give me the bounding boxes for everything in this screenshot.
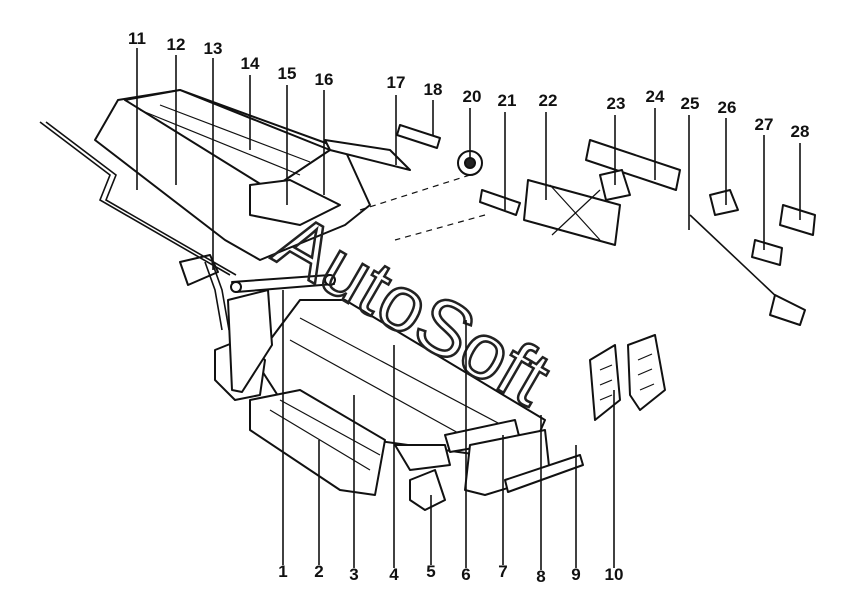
callout-3: 3 — [349, 565, 358, 584]
callout-15: 15 — [278, 64, 297, 83]
callout-28: 28 — [791, 122, 810, 141]
leader-lines — [136, 48, 801, 570]
callout-26: 26 — [718, 98, 737, 117]
callout-9: 9 — [571, 565, 580, 584]
callout-20: 20 — [463, 87, 482, 106]
callout-4: 4 — [389, 565, 399, 584]
callout-labels: 1 2 3 4 5 6 7 8 9 10 11 12 13 14 15 16 1… — [128, 29, 809, 586]
weather-strip — [39, 121, 231, 276]
tail-lamp-assembly — [589, 334, 666, 421]
callout-16: 16 — [315, 70, 334, 89]
callout-10: 10 — [605, 565, 624, 584]
callout-5: 5 — [426, 562, 435, 581]
callout-21: 21 — [498, 91, 517, 110]
callout-24: 24 — [646, 87, 665, 106]
callout-25: 25 — [681, 94, 700, 113]
rear-body-assembly — [179, 254, 584, 511]
callout-18: 18 — [424, 80, 443, 99]
callout-7: 7 — [498, 562, 507, 581]
callout-14: 14 — [241, 54, 260, 73]
callout-19: 19 — [395, 41, 397, 43]
dashed-connectors — [359, 174, 486, 241]
callout-6: 6 — [461, 565, 470, 584]
callout-23: 23 — [607, 94, 626, 113]
callout-11: 11 — [128, 29, 146, 48]
callout-17: 17 — [387, 73, 406, 92]
callout-13: 13 — [204, 39, 223, 58]
callout-8: 8 — [536, 567, 545, 586]
callout-1: 1 — [278, 562, 287, 581]
callout-2: 2 — [314, 562, 323, 581]
callout-12: 12 — [167, 35, 186, 54]
callout-22: 22 — [539, 91, 558, 110]
small-parts — [324, 124, 816, 326]
gas-strut — [230, 274, 336, 293]
callout-27: 27 — [755, 115, 774, 134]
